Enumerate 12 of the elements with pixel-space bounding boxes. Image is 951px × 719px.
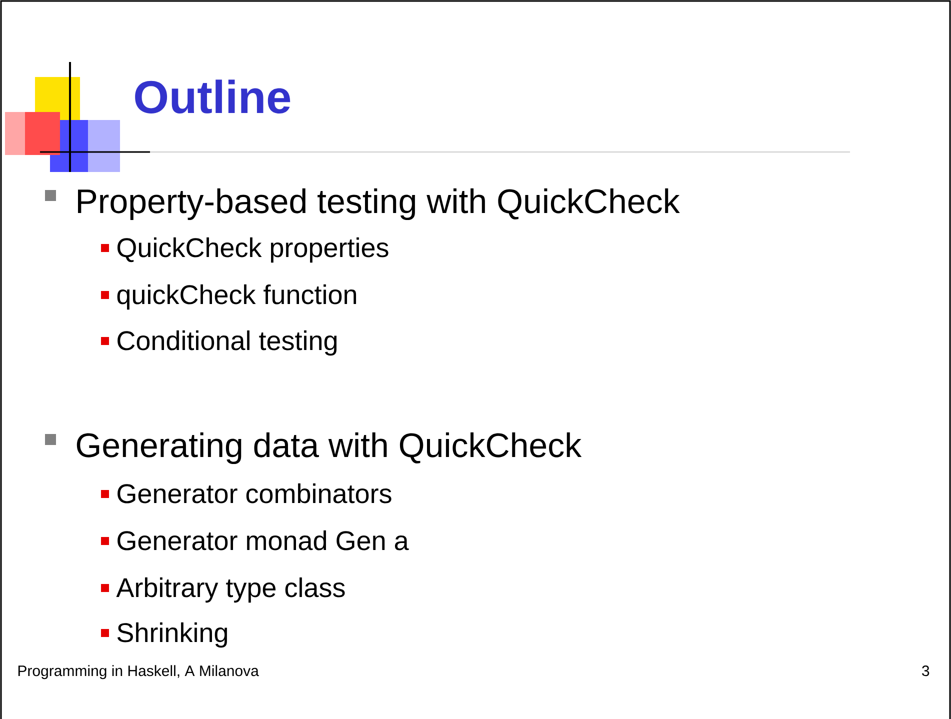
sub-bullet-text: Generator combinators: [118, 483, 392, 504]
bullet-text: Property-based testing with QuickCheck: [78, 188, 680, 220]
sub-bullet-text: quickCheck function: [117, 284, 356, 310]
footer-text: Programming in Haskell, A Milanova: [18, 665, 259, 680]
page-number: 3: [922, 666, 930, 676]
sub-bullet-text: Shrinking: [117, 622, 227, 648]
sub-bullet-text: QuickCheck properties: [118, 237, 388, 263]
sub-bullet-text: Generator monad Gen a: [118, 530, 409, 550]
sub-bullet-text: Arbitrary type class: [116, 577, 345, 603]
sub-bullet-text: Conditional testing: [118, 330, 337, 356]
bullet-text: Generating data with QuickCheck: [76, 432, 582, 464]
diagram-title: Outline: [135, 80, 290, 114]
